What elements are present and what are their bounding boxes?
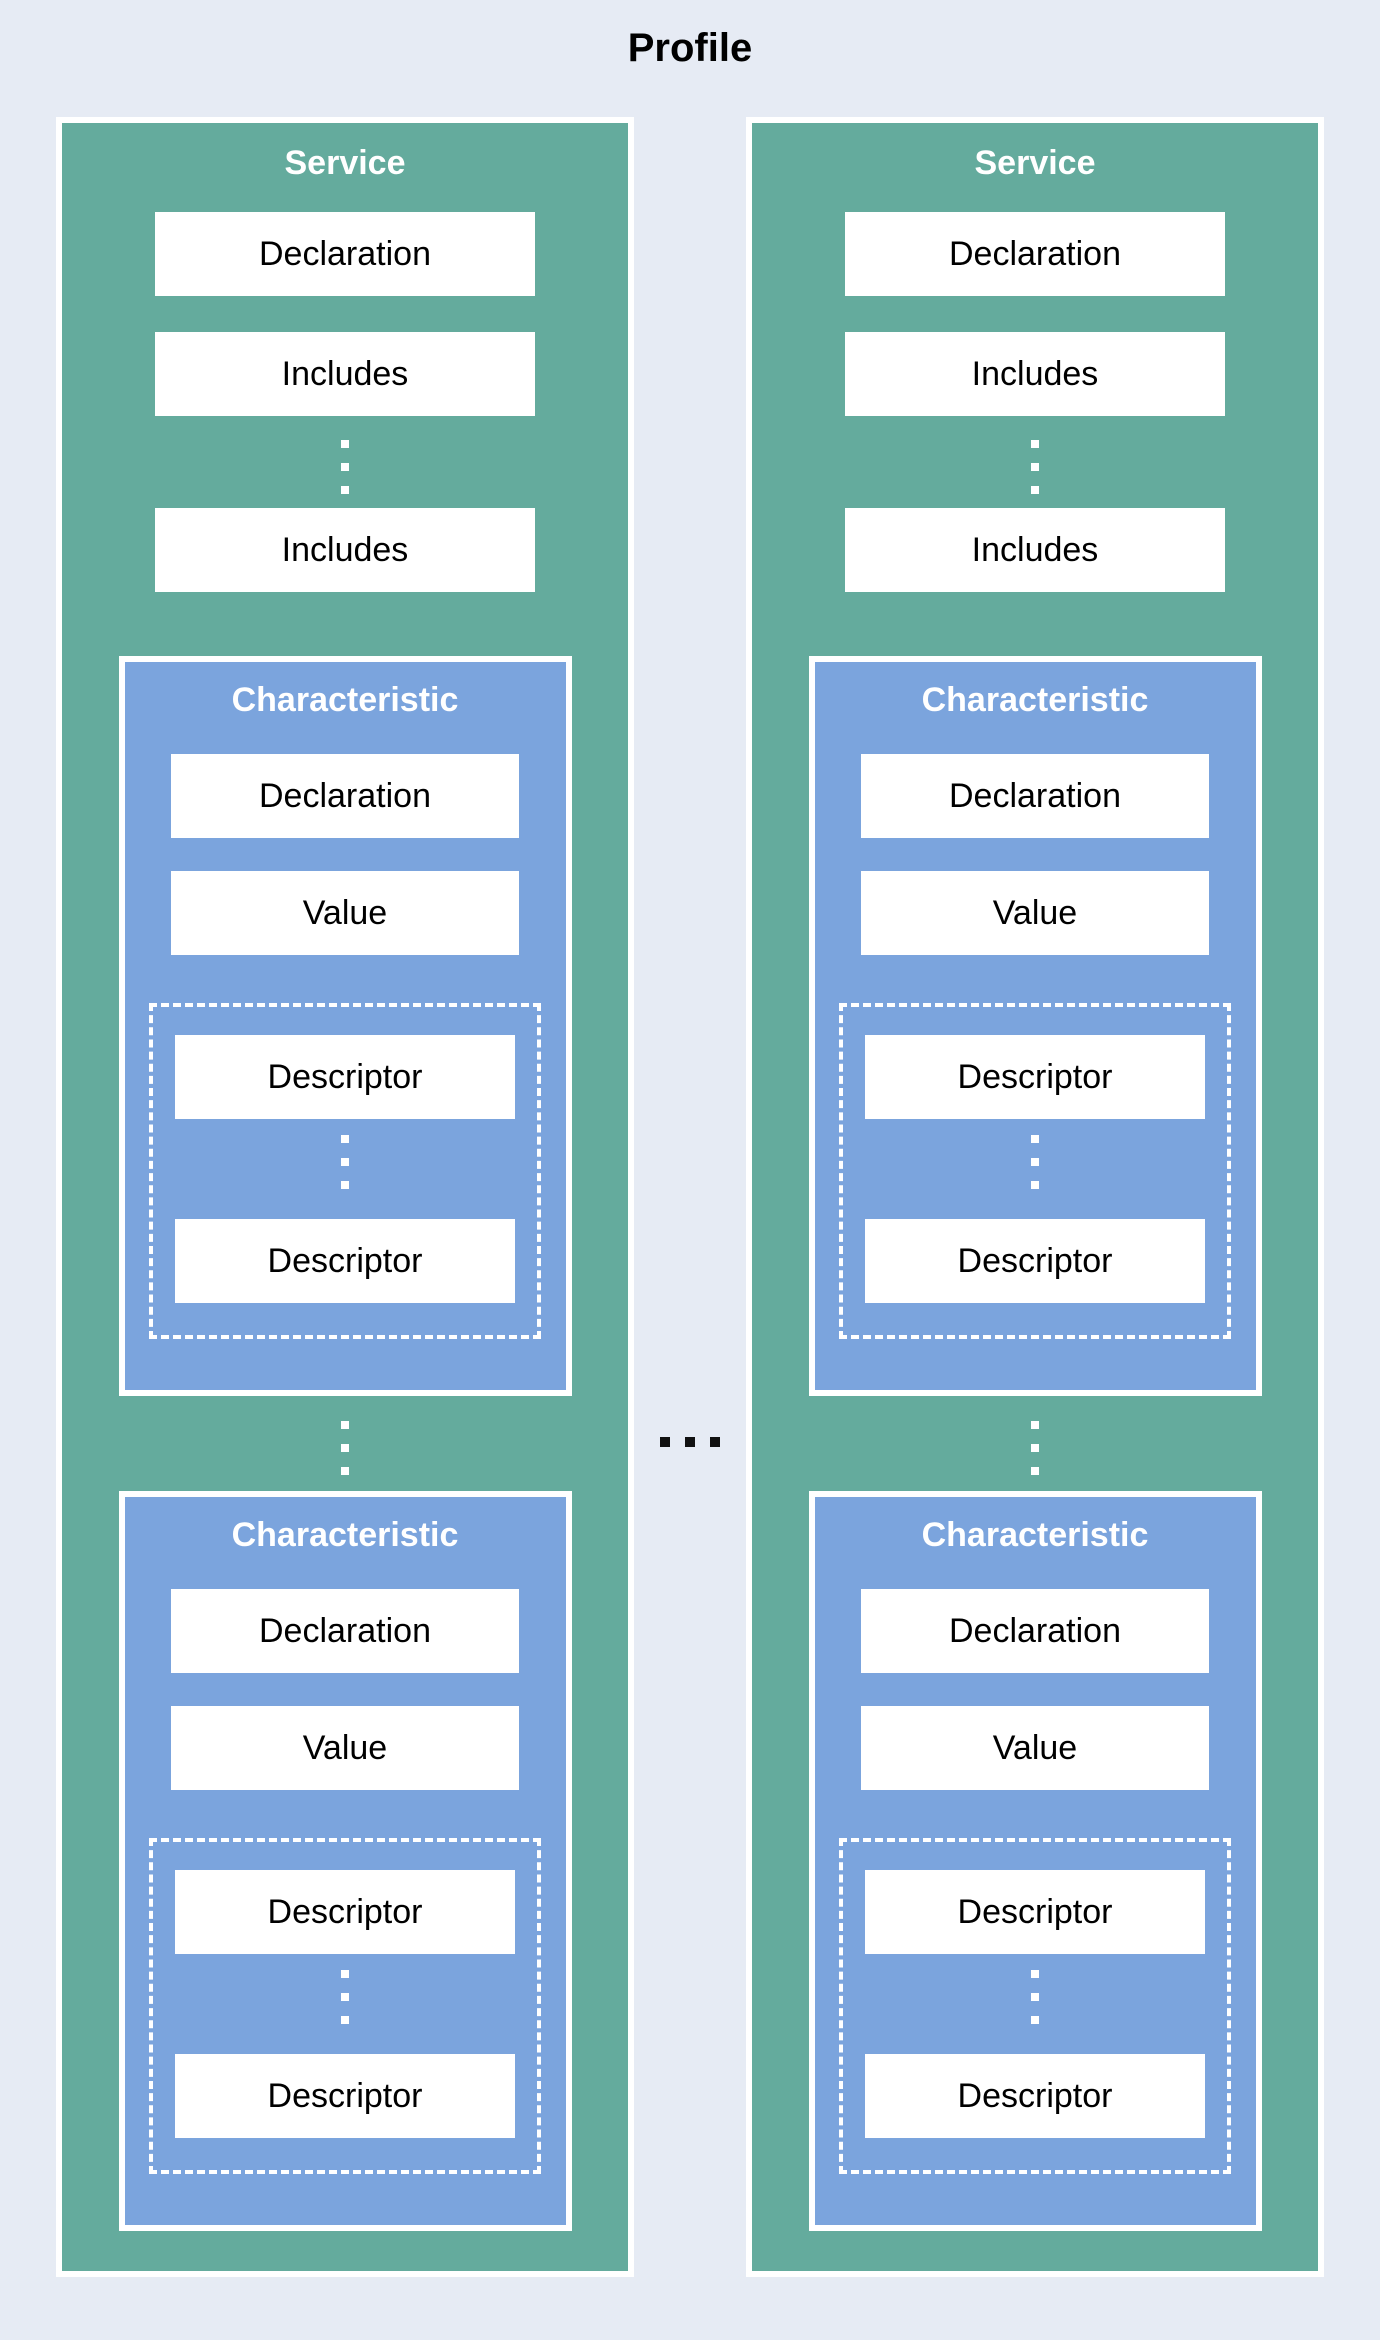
ellipsis-dot	[341, 1135, 349, 1143]
ellipsis-dot	[341, 1970, 349, 1978]
descriptor-label: Descriptor	[957, 2076, 1113, 2115]
value-box: Value	[861, 1706, 1209, 1790]
vertical-ellipsis-icon	[341, 1135, 349, 1189]
descriptor-label: Descriptor	[957, 1241, 1113, 1280]
characteristic-panel-1: Characteristic Declaration Value Descrip…	[808, 656, 1262, 1396]
descriptor-label: Descriptor	[957, 1892, 1113, 1931]
descriptor-box: Descriptor	[865, 1219, 1205, 1303]
characteristic-panel-2: Characteristic Declaration Value Descrip…	[808, 1491, 1262, 2231]
ellipsis-dot	[341, 2016, 349, 2024]
descriptor-group: Descriptor Descriptor	[839, 1003, 1231, 1339]
characteristic-declaration-label: Declaration	[259, 1611, 431, 1650]
descriptor-label: Descriptor	[267, 1892, 423, 1931]
ellipsis-dot	[1031, 2016, 1039, 2024]
vertical-ellipsis-icon	[1031, 1421, 1039, 1475]
includes-label: Includes	[281, 354, 409, 393]
characteristic-declaration-box: Declaration	[861, 1589, 1209, 1673]
includes-box: Includes	[845, 508, 1225, 592]
ellipsis-dot	[1031, 1158, 1039, 1166]
descriptor-label: Descriptor	[957, 1057, 1113, 1096]
value-label: Value	[992, 1728, 1078, 1767]
characteristic-panel-2: Characteristic Declaration Value Descrip…	[118, 1491, 572, 2231]
ellipsis-dot	[1031, 1181, 1039, 1189]
ellipsis-dot	[660, 1437, 670, 1447]
service-panel-2: Service Declaration Includes Includes Ch…	[746, 117, 1324, 2277]
ellipsis-dot	[1031, 1421, 1039, 1429]
services-gap	[634, 117, 746, 2277]
vertical-ellipsis-icon	[1031, 1970, 1039, 2024]
ellipsis-dot	[710, 1437, 720, 1447]
ellipsis-dot	[1031, 440, 1039, 448]
characteristic-title: Characteristic	[921, 681, 1149, 719]
value-box: Value	[861, 871, 1209, 955]
value-box: Value	[171, 871, 519, 955]
vertical-ellipsis-icon	[341, 1970, 349, 2024]
service-declaration-box: Declaration	[845, 212, 1225, 296]
characteristic-title: Characteristic	[231, 1516, 459, 1554]
characteristic-declaration-label: Declaration	[259, 776, 431, 815]
ellipsis-dot	[341, 486, 349, 494]
ellipsis-dot	[1031, 1970, 1039, 1978]
ellipsis-dot	[341, 1993, 349, 2001]
includes-box: Includes	[845, 332, 1225, 416]
descriptor-box: Descriptor	[175, 2054, 515, 2138]
ellipsis-dot	[341, 1467, 349, 1475]
service-declaration-label: Declaration	[259, 234, 431, 273]
characteristic-declaration-box: Declaration	[171, 1589, 519, 1673]
descriptor-label: Descriptor	[267, 2076, 423, 2115]
ellipsis-dot	[1031, 1444, 1039, 1452]
includes-label: Includes	[971, 530, 1099, 569]
characteristic-title: Characteristic	[921, 1516, 1149, 1554]
ellipsis-dot	[1031, 1135, 1039, 1143]
includes-label: Includes	[971, 354, 1099, 393]
characteristic-title: Characteristic	[231, 681, 459, 719]
horizontal-ellipsis-icon	[660, 1437, 720, 1447]
service-title: Service	[284, 144, 406, 182]
descriptor-label: Descriptor	[267, 1057, 423, 1096]
ellipsis-dot	[1031, 463, 1039, 471]
value-box: Value	[171, 1706, 519, 1790]
vertical-ellipsis-icon	[341, 1421, 349, 1475]
vertical-ellipsis-icon	[1031, 1135, 1039, 1189]
descriptor-box: Descriptor	[865, 2054, 1205, 2138]
diagram-body: Service Declaration Includes Includes Ch…	[0, 117, 1380, 2277]
diagram-title: Profile	[627, 26, 753, 70]
characteristic-declaration-box: Declaration	[171, 754, 519, 838]
ellipsis-dot	[341, 1444, 349, 1452]
value-label: Value	[302, 1728, 388, 1767]
characteristic-declaration-label: Declaration	[949, 1611, 1121, 1650]
characteristic-panel-1: Characteristic Declaration Value Descrip…	[118, 656, 572, 1396]
descriptor-box: Descriptor	[175, 1035, 515, 1119]
service-declaration-label: Declaration	[949, 234, 1121, 273]
includes-label: Includes	[281, 530, 409, 569]
vertical-ellipsis-icon	[1031, 440, 1039, 494]
descriptor-label: Descriptor	[267, 1241, 423, 1280]
ellipsis-dot	[685, 1437, 695, 1447]
descriptor-group: Descriptor Descriptor	[149, 1838, 541, 2174]
characteristic-declaration-label: Declaration	[949, 776, 1121, 815]
ellipsis-dot	[1031, 1467, 1039, 1475]
service-title: Service	[974, 144, 1096, 182]
ellipsis-dot	[341, 1181, 349, 1189]
descriptor-box: Descriptor	[865, 1035, 1205, 1119]
includes-box: Includes	[155, 508, 535, 592]
descriptor-box: Descriptor	[175, 1870, 515, 1954]
value-label: Value	[302, 893, 388, 932]
descriptor-box: Descriptor	[175, 1219, 515, 1303]
ellipsis-dot	[341, 1421, 349, 1429]
ellipsis-dot	[341, 463, 349, 471]
descriptor-group: Descriptor Descriptor	[839, 1838, 1231, 2174]
service-declaration-box: Declaration	[155, 212, 535, 296]
vertical-ellipsis-icon	[341, 440, 349, 494]
descriptor-box: Descriptor	[865, 1870, 1205, 1954]
ellipsis-dot	[341, 1158, 349, 1166]
ellipsis-dot	[1031, 486, 1039, 494]
includes-box: Includes	[155, 332, 535, 416]
ellipsis-dot	[1031, 1993, 1039, 2001]
value-label: Value	[992, 893, 1078, 932]
ellipsis-dot	[341, 440, 349, 448]
descriptor-group: Descriptor Descriptor	[149, 1003, 541, 1339]
characteristic-declaration-box: Declaration	[861, 754, 1209, 838]
service-panel-1: Service Declaration Includes Includes Ch…	[56, 117, 634, 2277]
